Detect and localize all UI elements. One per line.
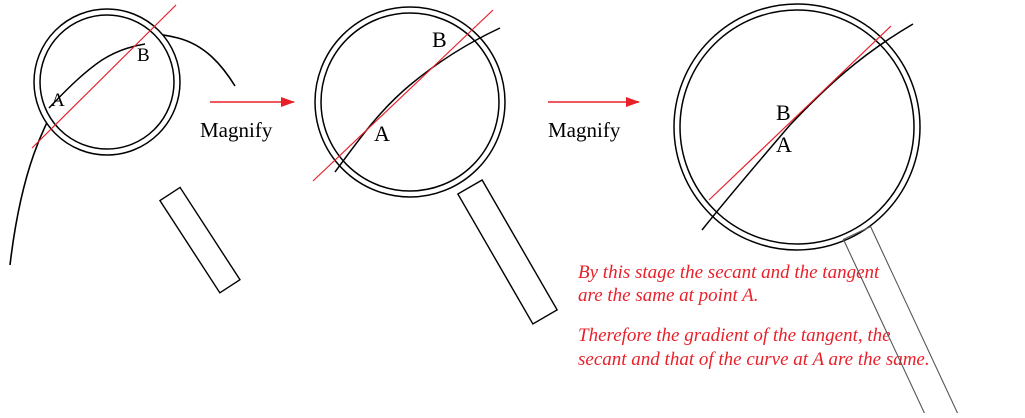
note-1-line-1: By this stage the secant and the tangent <box>578 262 880 283</box>
note-2-line-1: Therefore the gradient of the tangent, t… <box>578 325 891 346</box>
point-b-label: B <box>776 100 791 125</box>
note-2-line-2: secant and that of the curve at A are th… <box>578 349 930 370</box>
panel-1: B A <box>10 5 240 293</box>
panel-2: B A <box>313 7 557 324</box>
point-a-label: A <box>776 132 792 157</box>
panel-3: B A <box>674 4 920 250</box>
note-1-line-2: are the same at point A. <box>578 285 758 306</box>
magnifier-lens-outer <box>315 7 505 197</box>
point-a-label: A <box>51 90 65 111</box>
magnifier-handle <box>458 180 557 324</box>
magnify-arrow-1: Magnify <box>200 102 294 142</box>
magnifier-lens-outer <box>674 4 920 250</box>
magnify-label: Magnify <box>200 118 273 142</box>
point-a-label: A <box>374 121 390 146</box>
magnify-arrow-2: Magnify <box>548 102 639 142</box>
explanation-notes: By this stage the secant and the tangent… <box>578 262 930 370</box>
magnifier-handle-panel-3 <box>843 227 959 413</box>
magnifier-handle <box>160 187 240 292</box>
point-b-label: B <box>137 45 150 66</box>
magnify-label: Magnify <box>548 118 621 142</box>
magnifier-lens-outer <box>34 9 180 155</box>
point-b-label: B <box>432 27 447 52</box>
